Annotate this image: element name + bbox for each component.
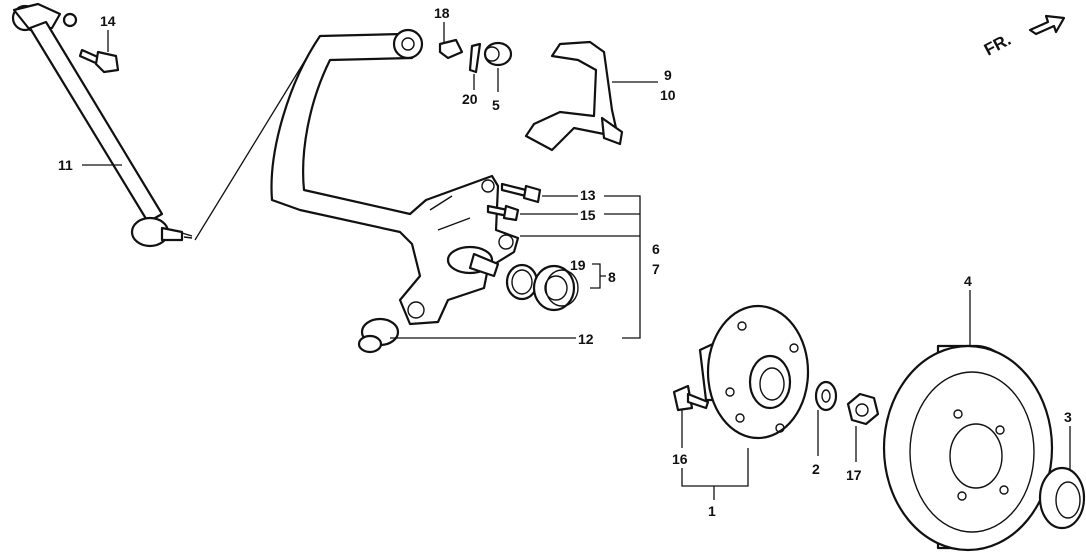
callout-4: 4 <box>964 273 972 289</box>
bearing-part <box>532 264 579 312</box>
leader-lines <box>82 22 1071 500</box>
callout-5: 5 <box>492 97 500 113</box>
callout-6: 6 <box>652 241 660 257</box>
callout-8: 8 <box>608 269 616 285</box>
orientation-label: FR. <box>981 30 1014 60</box>
bolt-13-part <box>500 182 542 204</box>
callout-14: 14 <box>100 13 116 29</box>
callout-17: 17 <box>846 467 862 483</box>
hub-cap-3-part <box>1038 466 1086 530</box>
callout-19: 19 <box>570 257 586 273</box>
callout-13: 13 <box>580 187 596 203</box>
callout-3: 3 <box>1064 409 1072 425</box>
callout-labels: 1 2 3 4 5 6 7 8 9 10 11 12 13 14 15 16 1… <box>58 5 1072 519</box>
collar-5-part <box>483 41 513 67</box>
callout-2: 2 <box>812 461 820 477</box>
hub-part <box>698 304 810 440</box>
callout-7: 7 <box>652 261 660 277</box>
hub-nut-17-part <box>846 392 880 426</box>
bracket-part <box>524 40 624 152</box>
snap-ring-part <box>505 263 539 301</box>
bushing-12-part <box>357 317 400 354</box>
hub-bolt-16-part <box>672 384 710 412</box>
radius-rod-part <box>11 2 193 248</box>
arrow-right-icon <box>1028 14 1066 36</box>
callout-1: 1 <box>708 503 716 519</box>
washer-2-part <box>814 380 838 412</box>
callout-20: 20 <box>462 91 478 107</box>
bolt-14-part <box>78 48 120 74</box>
callout-11: 11 <box>58 157 73 173</box>
orientation-marker: FR. <box>981 14 1066 60</box>
callout-15: 15 <box>580 207 596 223</box>
callout-9: 9 <box>664 67 672 83</box>
callout-18: 18 <box>434 5 450 21</box>
callout-16: 16 <box>672 451 688 467</box>
callout-10: 10 <box>660 87 676 103</box>
bolt-15-part <box>486 204 520 222</box>
nut-18-part <box>438 38 464 60</box>
callout-12: 12 <box>578 331 594 347</box>
brake-drum-part <box>882 344 1054 552</box>
cotter-pin-20-part <box>468 42 482 74</box>
lower-arm-part <box>270 28 520 326</box>
